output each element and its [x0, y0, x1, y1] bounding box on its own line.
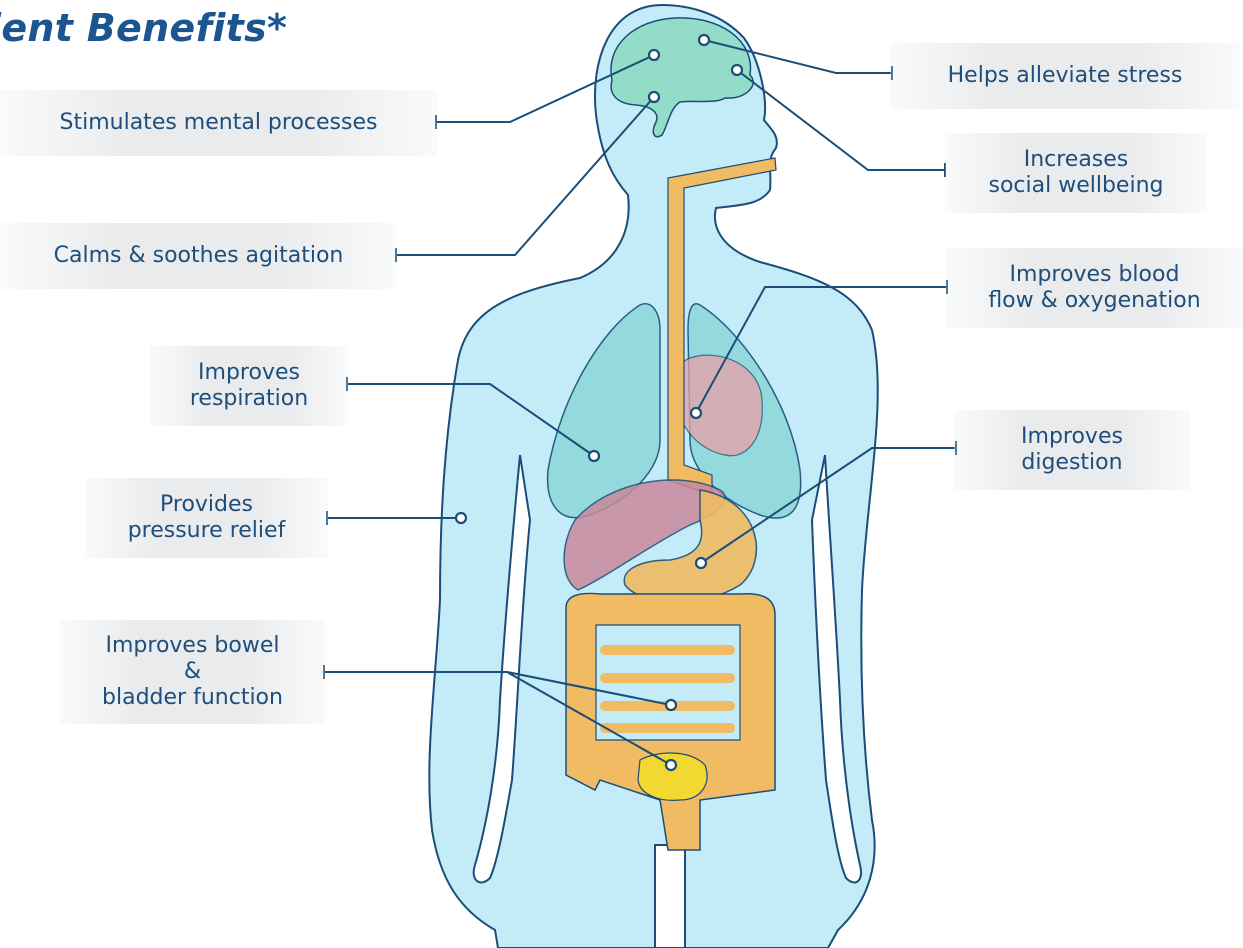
dot-respiration	[589, 451, 599, 461]
label-digestion: Improves digestion	[954, 410, 1190, 490]
dot-bowel-2	[666, 760, 676, 770]
dot-digestion	[696, 558, 706, 568]
dot-pressure	[456, 513, 466, 523]
label-bowel: Improves bowel & bladder function	[60, 620, 325, 724]
dot-blood	[691, 408, 701, 418]
dot-stress	[699, 35, 709, 45]
legs-gap	[655, 845, 685, 948]
dot-bowel-1	[666, 700, 676, 710]
label-blood: Improves blood flow & oxygenation	[946, 248, 1243, 328]
label-social: Increases social wellbeing	[945, 133, 1207, 213]
label-respiration: Improves respiration	[150, 346, 348, 426]
dot-mental	[649, 50, 659, 60]
dot-calms	[649, 92, 659, 102]
dot-social	[732, 65, 742, 75]
label-mental: Stimulates mental processes	[0, 90, 437, 156]
page-title: ient Benefits*	[0, 6, 287, 50]
label-calms: Calms & soothes agitation	[0, 223, 397, 289]
label-stress: Helps alleviate stress	[890, 43, 1240, 109]
label-pressure: Provides pressure relief	[85, 478, 328, 558]
